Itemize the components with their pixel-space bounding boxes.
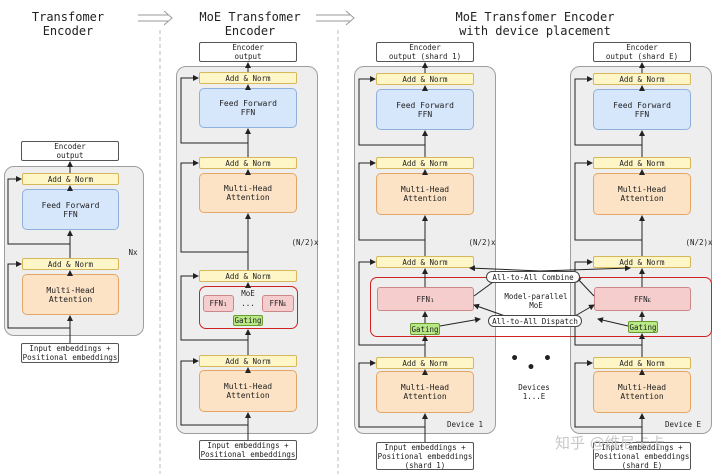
n2x-label: (N/2)x bbox=[468, 237, 496, 247]
model-parallel-moe-label: Model-parallel MoE bbox=[504, 292, 568, 310]
add-norm-box: Add & Norm bbox=[593, 157, 691, 169]
n2x-label: (N/2)x bbox=[685, 237, 713, 247]
add-norm-box: Add & Norm bbox=[376, 157, 474, 169]
add-norm-box: Add & Norm bbox=[199, 355, 297, 367]
ffn-ellipsis: ... bbox=[241, 298, 255, 308]
add-norm-box: Add & Norm bbox=[593, 73, 691, 85]
feed-forward-box: Feed Forward FFN bbox=[199, 88, 297, 128]
encoder-output-box: Encoder output bbox=[21, 141, 119, 161]
multi-head-attention-box: Multi-Head Attention bbox=[376, 173, 474, 215]
device1-label: Device 1 bbox=[446, 419, 484, 429]
title-moe-device-placement: MoE Transfomer Encoder with device place… bbox=[455, 10, 615, 38]
add-norm-box: Add & Norm bbox=[376, 73, 474, 85]
gating-box: Gating bbox=[233, 315, 263, 326]
gating-box: Gating bbox=[628, 321, 658, 333]
feed-forward-box: Feed Forward FFN bbox=[22, 189, 119, 230]
all-to-all-combine-pill: All-to-All Combine bbox=[486, 271, 580, 283]
input-embeddings-box: Input embeddings + Positional embeddings bbox=[21, 343, 119, 363]
input-shard1-box: Input embeddings + Positional embeddings… bbox=[376, 442, 474, 470]
add-norm-box: Add & Norm bbox=[199, 270, 297, 282]
add-norm-box: Add & Norm bbox=[22, 173, 119, 185]
gating-box: Gating bbox=[410, 323, 440, 335]
feed-forward-box: Feed Forward FFN bbox=[376, 89, 474, 130]
input-embeddings-box: Input embeddings + Positional embeddings bbox=[199, 440, 297, 460]
ffnE-box: FFNᴇ bbox=[594, 287, 691, 311]
add-norm-box: Add & Norm bbox=[376, 357, 474, 369]
n2x-label: (N/2)x bbox=[291, 237, 319, 247]
title-transformer-encoder: Transfomer Encoder bbox=[31, 10, 105, 38]
add-norm-box: Add & Norm bbox=[593, 357, 691, 369]
multi-head-attention-box: Multi-Head Attention bbox=[199, 370, 297, 412]
title-moe-transformer-encoder: MoE Transfomer Encoder bbox=[199, 10, 301, 38]
all-to-all-dispatch-pill: All-to-All Dispatch bbox=[488, 315, 582, 327]
devices-ellipsis: • • • bbox=[510, 351, 560, 376]
deviceE-label: Device E bbox=[664, 419, 702, 429]
ffn1-box: FFN₁ bbox=[377, 287, 474, 311]
feed-forward-box: Feed Forward FFN bbox=[593, 89, 691, 130]
add-norm-box: Add & Norm bbox=[376, 256, 474, 268]
watermark: 知乎 @维尼卡卡 bbox=[555, 434, 665, 452]
input-shardE-box: Input embeddings + Positional embeddings… bbox=[593, 442, 691, 470]
encoder-output-shard1-box: Encoder output (shard 1) bbox=[376, 42, 474, 62]
devices-label: Devices 1...E bbox=[518, 383, 550, 401]
add-norm-box: Add & Norm bbox=[22, 258, 119, 270]
multi-head-attention-box: Multi-Head Attention bbox=[199, 173, 297, 213]
nx-label: Nx bbox=[128, 247, 138, 257]
ffnE-box: FFNᴇ bbox=[262, 295, 294, 312]
moe-label: MoE bbox=[241, 288, 255, 298]
encoder-output-shardE-box: Encoder output (shard E) bbox=[593, 42, 691, 62]
ffn1-box: FFN₁ bbox=[203, 295, 234, 312]
add-norm-box: Add & Norm bbox=[199, 157, 297, 169]
encoder-output-box: Encoder output bbox=[199, 42, 297, 62]
add-norm-box: Add & Norm bbox=[199, 72, 297, 84]
add-norm-box: Add & Norm bbox=[593, 256, 691, 268]
